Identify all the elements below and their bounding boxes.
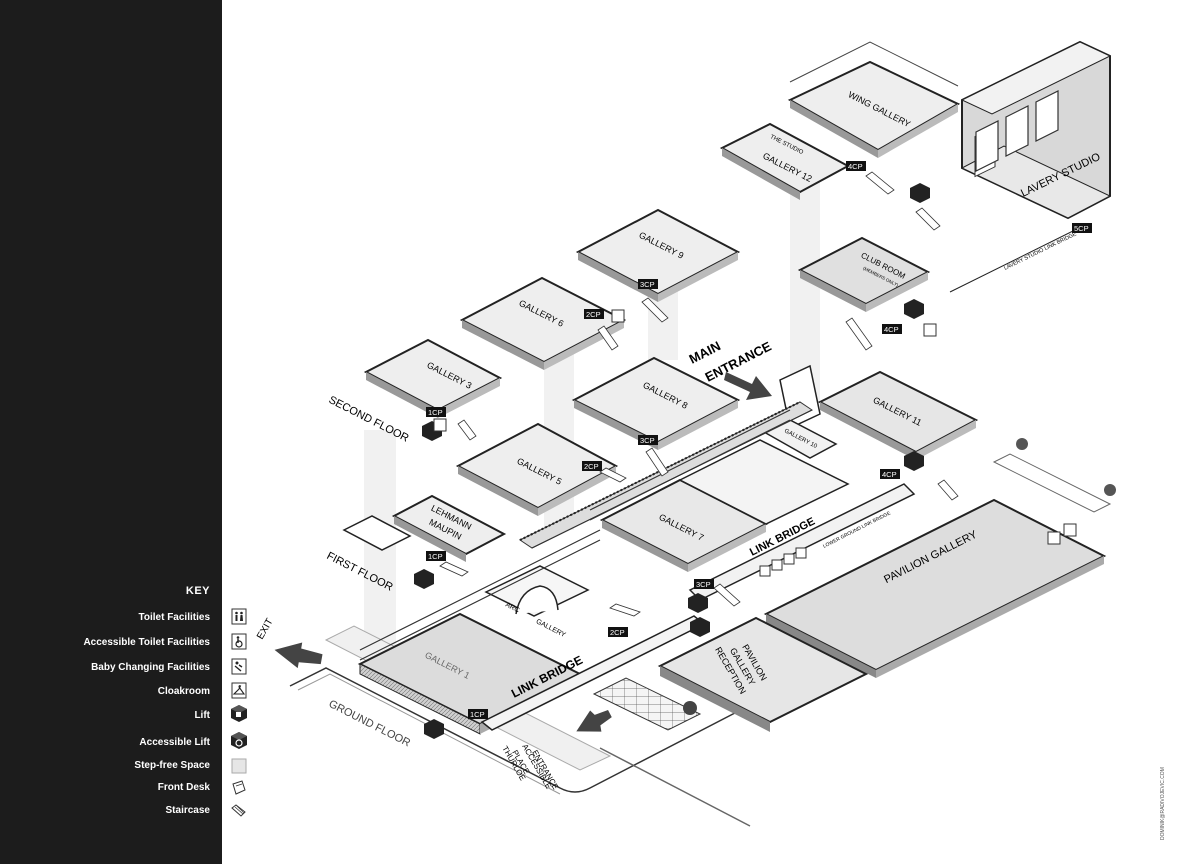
toilet-icon [231,608,247,625]
cp-tag: 3CP [638,279,658,289]
key-label-front-desk: Front Desk [157,782,210,793]
room-gallery-8: GALLERY 8 [571,356,741,450]
cp-tag: 2CP [608,627,628,637]
room-arc-gallery: ARC GALLERY [484,565,590,639]
cp-tag: 4CP [880,469,900,479]
cp-tag: 1CP [426,407,446,417]
room-wing-gallery: WING GALLERY [787,41,961,158]
cp-tags: 4CP 5CP 3CP 2CP 4CP 1CP 3CP 2CP 4CP 1CP … [426,161,1092,719]
lift-icon [904,299,924,319]
cp-tag: 3CP [638,435,658,445]
toilet-markers [433,309,1077,577]
key-panel [0,0,222,864]
courtyard-paving [592,677,702,731]
svg-text:4CP: 4CP [848,162,863,171]
toilet-icon [771,559,783,571]
accessible-toilet-icon [783,553,795,565]
cp-tag: 1CP [426,551,446,561]
planter-tree-2 [1104,484,1116,496]
cp-tag: 1CP [468,709,488,719]
exit: EXIT [255,617,323,669]
lift-markers [414,183,930,739]
svg-text:3CP: 3CP [696,580,711,589]
cp-tag: 2CP [584,309,604,319]
cloakroom-icon [231,682,247,699]
baby-changing-icon [795,547,807,559]
lift-icon [910,183,930,203]
room-gallery-3: GALLERY 3 [363,338,503,418]
floor-plan-map: WING GALLERY GALLERY 12 THE STUDIO LAVER… [255,40,1116,827]
svg-text:2CP: 2CP [586,310,601,319]
label-main-entrance-1: MAIN [687,338,723,366]
label-lavery-link-bridge: LAVERY STUDIO LINK BRIDGE [1003,231,1078,272]
toilet-icon [433,418,447,432]
key-label-staircase: Staircase [165,805,210,816]
svg-text:1CP: 1CP [428,552,443,561]
toilet-icon [611,309,625,323]
svg-text:3CP: 3CP [640,436,655,445]
svg-text:1CP: 1CP [428,408,443,417]
lift-icon [904,451,924,471]
room-pavilion-reception: PAVILION GALLERY RECEPTION [657,616,869,732]
cp-tag: 3CP [694,579,714,589]
svg-text:4CP: 4CP [882,470,897,479]
room-gallery-6: GALLERY 6 [459,276,627,370]
main-entrance-arrow [724,372,772,400]
lift-icon [231,705,247,722]
accessible-lift-icon [231,732,247,749]
railings [359,409,791,661]
label-exit: EXIT [255,617,276,642]
key-label-accessible-toilet: Accessible Toilet Facilities [83,637,210,648]
key-label-step-free: Step-free Space [134,760,210,771]
toilet-icon [923,323,937,337]
lift-icon [414,569,434,589]
accessible-toilet-icon [231,633,247,650]
staircase-icon [231,804,246,817]
svg-text:2CP: 2CP [584,462,599,471]
baby-changing-icon [231,658,247,675]
key-label-toilet: Toilet Facilities [138,612,211,623]
key-label-baby-changing: Baby Changing Facilities [91,662,210,673]
room-gallery-12: GALLERY 12 THE STUDIO [719,122,851,200]
step-free-space-icon [231,758,247,774]
cp-tag: 4CP [882,324,902,334]
label-arc-gallery: GALLERY [535,618,567,639]
cp-tag: 4CP [846,161,866,171]
cp-tag: 2CP [582,461,602,471]
svg-text:2CP: 2CP [610,628,625,637]
svg-text:5CP: 5CP [1074,224,1089,233]
key-label-lift: Lift [194,710,210,721]
room-gallery-11: GALLERY 11 [817,370,979,460]
credit-text: DOMINIK@RADIVOJEVIC.COM [1160,767,1166,840]
room-pavilion-gallery: PAVILION GALLERY [763,453,1112,678]
courtyard-tree [683,701,697,715]
room-gallery-9: GALLERY 9 [575,208,741,302]
room-lavery-studio: LAVERY STUDIO [960,40,1112,220]
planter-tree-1 [1016,438,1028,450]
key-title: KEY [185,585,210,597]
accessible-toilet-icon [1063,523,1077,537]
cp-tag: 5CP [1072,223,1092,233]
cloakroom-icon [759,565,771,577]
key-label-cloakroom: Cloakroom [157,686,210,697]
svg-text:1CP: 1CP [470,710,485,719]
room-gallery-5: GALLERY 5 [455,422,619,516]
key-icons [231,608,247,817]
lift-icon [424,719,444,739]
front-desk-icon [232,780,246,795]
toilet-icon [1047,531,1061,545]
accessible-lift-icon [690,617,710,637]
key-label-accessible-lift: Accessible Lift [139,737,210,748]
svg-text:3CP: 3CP [640,280,655,289]
staircase-markers [439,171,959,617]
room-gallery-7: GALLERY 7 [599,439,850,572]
accessible-lift-icon [688,593,708,613]
svg-text:4CP: 4CP [884,325,899,334]
